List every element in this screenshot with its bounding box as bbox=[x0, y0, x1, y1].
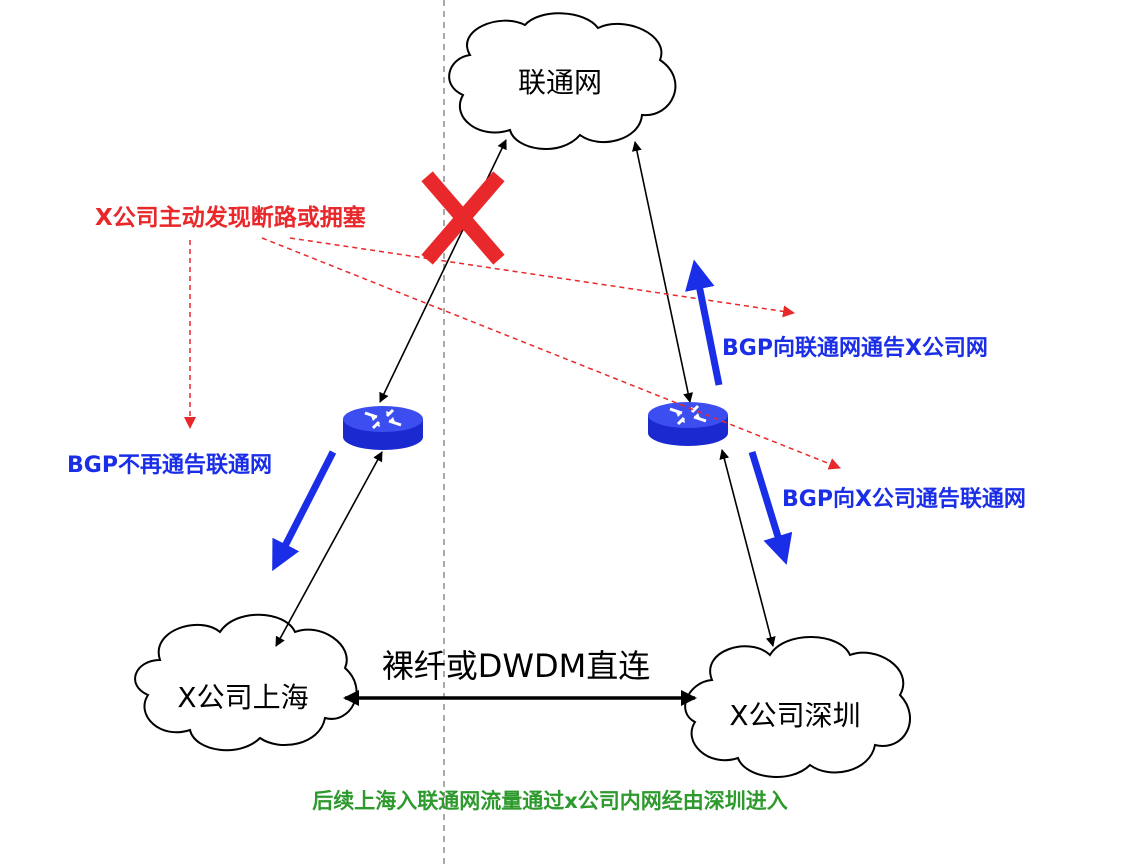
link-unicom-router-right bbox=[631, 141, 694, 403]
cloud-icon bbox=[134, 613, 358, 752]
cloud-shanghai: X公司上海 bbox=[134, 613, 358, 752]
router-icon bbox=[341, 404, 425, 452]
cloud-icon bbox=[684, 636, 911, 778]
red-dashed-arrow-lower-right bbox=[261, 237, 841, 470]
blue-arrow-right-down bbox=[748, 450, 793, 565]
link-router-left-shanghai bbox=[275, 451, 383, 647]
cloud-unicom: 联通网 bbox=[448, 12, 677, 150]
red-dashed-arrow-right bbox=[289, 237, 795, 318]
cloud-shenzhen-label: X公司深圳 bbox=[729, 699, 860, 732]
blue-arrow-right-up bbox=[685, 259, 723, 386]
fault-label: X公司主动发现断路或拥塞 bbox=[95, 204, 366, 231]
bgp-stop-label: BGP不再通告联通网 bbox=[67, 453, 272, 478]
bgp-to-unicom-label: BGP向联通网通告X公司网 bbox=[722, 335, 988, 361]
cloud-unicom-label: 联通网 bbox=[518, 66, 602, 99]
router-icon bbox=[646, 400, 730, 448]
bgp-to-x-label: BGP向X公司通告联通网 bbox=[782, 486, 1026, 512]
cross-mark-icon bbox=[421, 171, 505, 265]
cloud-icon bbox=[448, 12, 677, 150]
cloud-shenzhen: X公司深圳 bbox=[684, 636, 911, 778]
result-label: 后续上海入联通网流量通过x公司内网经由深圳进入 bbox=[312, 789, 788, 813]
cloud-shanghai-label: X公司上海 bbox=[177, 681, 308, 714]
link-router-right-shenzhen bbox=[719, 449, 776, 647]
blue-arrow-left-down bbox=[272, 450, 337, 572]
direct-link-label: 裸纤或DWDM直连 bbox=[382, 647, 651, 685]
